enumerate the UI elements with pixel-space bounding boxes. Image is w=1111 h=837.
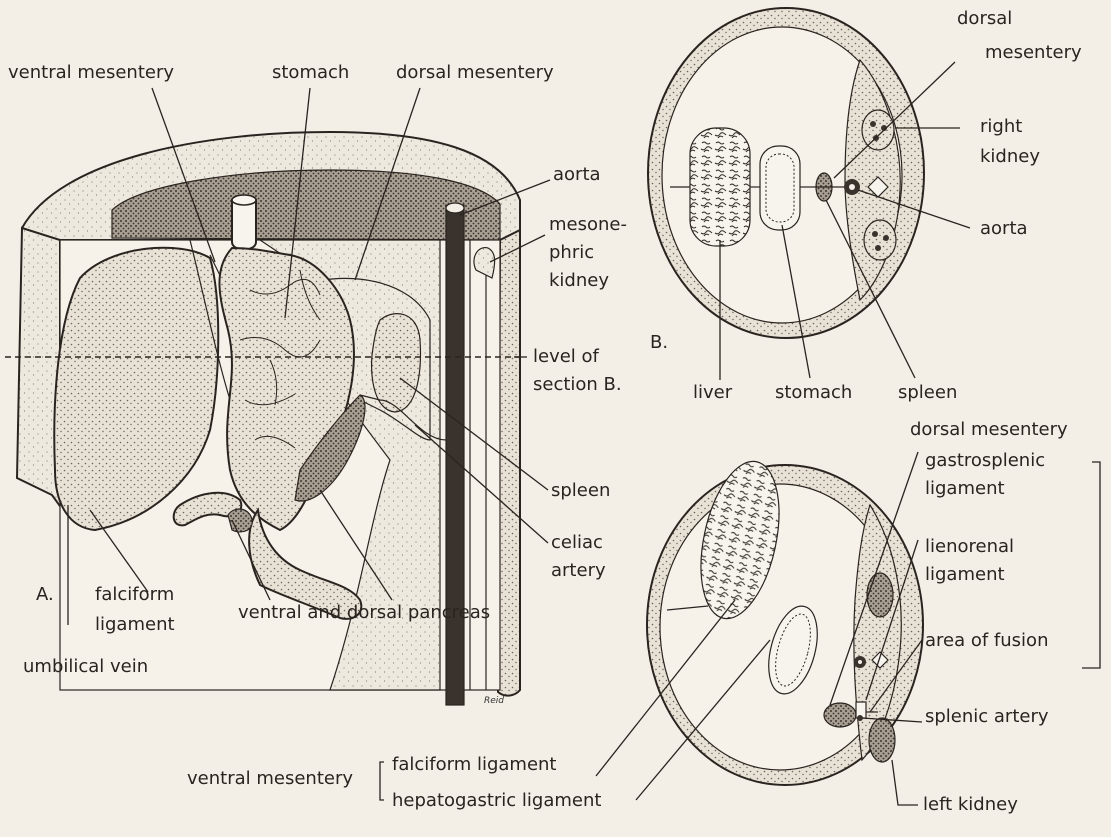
artist-signature: Reid bbox=[484, 696, 504, 706]
label-right-kidney-1: right bbox=[980, 116, 1022, 137]
label-umbilical-vein: umbilical vein bbox=[23, 656, 148, 677]
label-left-kidney: left kidney bbox=[923, 794, 1018, 815]
label-right-kidney-2: kidney bbox=[980, 146, 1040, 167]
label-dorsal-b-2: mesentery bbox=[985, 42, 1082, 63]
label-mesonephric-2: phric bbox=[549, 242, 594, 263]
label-dorsal-mesentery-c: dorsal mesentery bbox=[910, 419, 1068, 440]
label-lienorenal-2: ligament bbox=[925, 564, 1005, 585]
spleen-c bbox=[824, 703, 856, 727]
label-dorsal-mesentery-a: dorsal mesentery bbox=[396, 62, 554, 83]
label-level-2: section B. bbox=[533, 374, 622, 395]
label-panel-b: B. bbox=[650, 332, 668, 353]
right-kidney-b bbox=[862, 110, 894, 150]
label-ventral-mesentery: ventral mesentery bbox=[8, 62, 174, 83]
liver-b bbox=[690, 128, 750, 246]
label-aorta-a: aorta bbox=[553, 164, 601, 185]
right-body-wall bbox=[498, 230, 520, 696]
label-splenic-artery: splenic artery bbox=[925, 706, 1049, 727]
kidney-b-lower bbox=[864, 220, 896, 260]
label-mesonephric-3: kidney bbox=[549, 270, 609, 291]
label-liver-b: liver bbox=[693, 382, 733, 403]
label-ventral-mesentery-c: ventral mesentery bbox=[187, 768, 353, 789]
label-gastrosplenic-2: ligament bbox=[925, 478, 1005, 499]
panel-a: Reid ventral mesentery stomach dorsal me… bbox=[5, 62, 627, 706]
label-mesonephric-1: mesone- bbox=[549, 214, 627, 235]
label-hepatogastric-ligament: hepatogastric ligament bbox=[392, 790, 601, 811]
spleen-a bbox=[372, 314, 421, 412]
label-pancreas: ventral and dorsal pancreas bbox=[238, 602, 490, 623]
label-dorsal-b-1: dorsal bbox=[957, 8, 1012, 29]
label-area-of-fusion: area of fusion bbox=[925, 630, 1048, 651]
kidney-c-upper bbox=[867, 573, 893, 617]
label-spleen-a: spleen bbox=[551, 480, 610, 501]
esophagus bbox=[232, 200, 256, 250]
label-lienorenal-1: lienorenal bbox=[925, 536, 1014, 557]
label-stomach-b: stomach bbox=[775, 382, 852, 403]
label-aorta-b: aorta bbox=[980, 218, 1028, 239]
panel-b: B. dorsal mesentery right kidney aorta l… bbox=[648, 8, 1082, 403]
left-kidney-c bbox=[869, 718, 895, 762]
label-celiac-1: celiac bbox=[551, 532, 603, 553]
label-panel-a: A. bbox=[36, 584, 54, 605]
label-stomach-a: stomach bbox=[272, 62, 349, 83]
label-level-1: level of bbox=[533, 346, 600, 367]
label-falciform-ligament: falciform ligament bbox=[392, 754, 557, 775]
label-spleen-b: spleen bbox=[898, 382, 957, 403]
label-falciform-2: ligament bbox=[95, 614, 175, 635]
label-celiac-2: artery bbox=[551, 560, 606, 581]
label-gastrosplenic-1: gastrosplenic bbox=[925, 450, 1045, 471]
label-falciform-1: falciform bbox=[95, 584, 174, 605]
aorta-opening bbox=[446, 203, 464, 213]
stomach-b bbox=[760, 146, 800, 230]
